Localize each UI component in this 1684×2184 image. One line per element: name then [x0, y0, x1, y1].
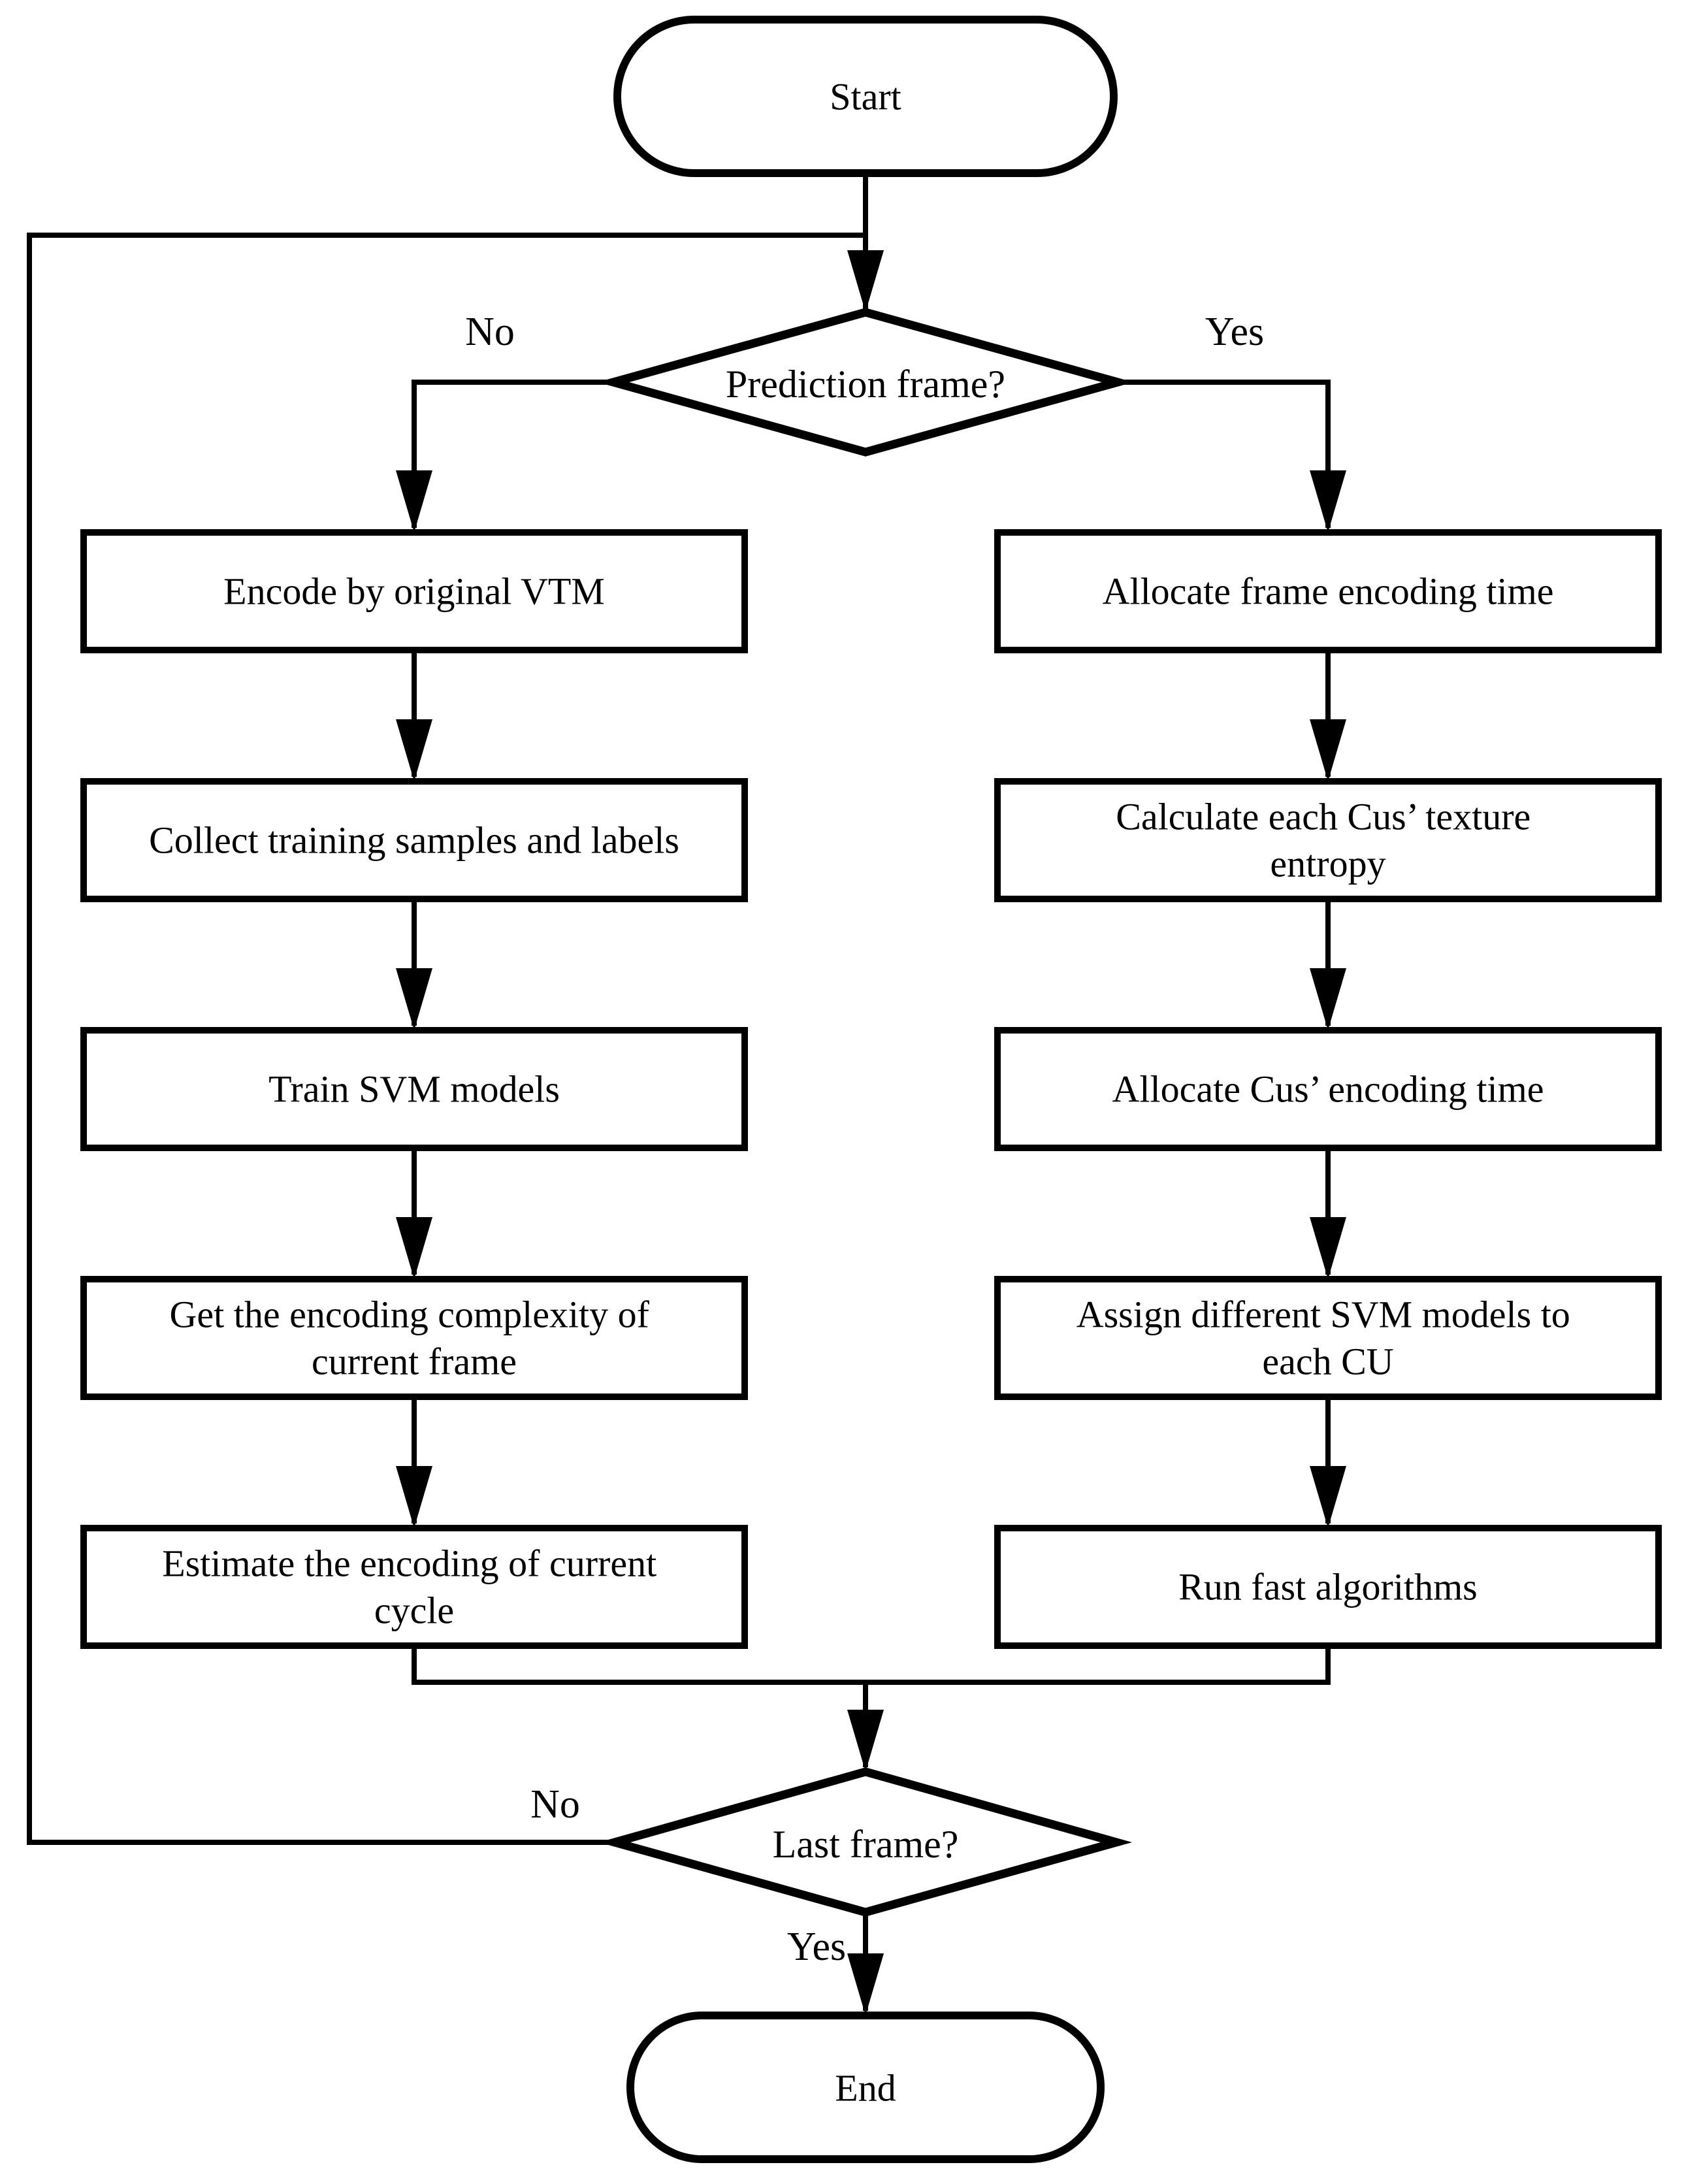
decision2-label: Last frame? [773, 1823, 959, 1866]
arrowhead [1310, 968, 1346, 1030]
process-label-line1: Get the encoding complexity of [170, 1294, 650, 1336]
process-label: Allocate Cus’ encoding time [1112, 1068, 1544, 1111]
end-label: End [835, 2067, 896, 2110]
connector-decision1-yes [1118, 380, 1331, 528]
process-shape [994, 1525, 1662, 1649]
arrowhead [847, 250, 884, 312]
decision2-shape [598, 1767, 1133, 1917]
process-label: Encode by original VTM [223, 570, 605, 613]
process-label: Estimate the encoding of current cycle [162, 1529, 666, 1632]
arrowhead [1310, 719, 1346, 781]
decision1-shape [597, 308, 1134, 457]
process-shape [80, 778, 748, 902]
arrowhead [396, 719, 432, 781]
decision2-no-label: No [530, 1782, 580, 1827]
process-label: Allocate frame encoding time [1103, 570, 1554, 613]
process-label-line2: entropy [1270, 843, 1385, 885]
process-label-line1: Assign different SVM models to [1077, 1294, 1570, 1336]
process-shape [80, 1276, 748, 1400]
connector-loopback-no [27, 233, 866, 1845]
node-train-svm-models: Train SVM models [80, 1027, 748, 1151]
arrowhead [847, 1710, 884, 1772]
process-label: Train SVM models [268, 1068, 560, 1111]
node-decision-last-frame: Last frame? [598, 1767, 1133, 1917]
arrowhead [396, 470, 432, 532]
decision1-no-label: No [465, 310, 515, 354]
connector-merge [412, 1646, 1331, 1685]
process-label-line2: each CU [1262, 1341, 1393, 1383]
process-shape [994, 529, 1662, 653]
node-get-encoding-complexity: Get the encoding complexity of current f… [80, 1276, 748, 1400]
node-decision-prediction-frame: Prediction frame? [597, 308, 1134, 457]
node-assign-svm-models-to-cu: Assign different SVM models to each CU [994, 1276, 1662, 1400]
node-run-fast-algorithms: Run fast algorithms [994, 1525, 1662, 1649]
process-shape [994, 1276, 1662, 1400]
node-allocate-cus-encoding-time: Allocate Cus’ encoding time [994, 1027, 1662, 1151]
process-label-line1: Calculate each Cus’ texture [1116, 796, 1530, 838]
node-start: Start [613, 16, 1118, 177]
process-label-line1: Estimate the encoding of current [162, 1542, 656, 1585]
node-estimate-encoding-of-cycle: Estimate the encoding of current cycle [80, 1525, 748, 1649]
arrowhead [396, 1466, 432, 1528]
arrowhead [1310, 470, 1346, 532]
process-shape [994, 1027, 1662, 1151]
arrowhead [396, 1217, 432, 1279]
arrowhead [1310, 1466, 1346, 1528]
node-calculate-cus-texture-entropy: Calculate each Cus’ texture entropy [994, 778, 1662, 902]
process-shape [80, 1027, 748, 1151]
decision2-yes-label: Yes [787, 1925, 846, 1969]
connector-decision1-no [412, 380, 613, 528]
process-label-line2: cycle [374, 1589, 454, 1632]
node-collect-training-samples: Collect training samples and labels [80, 778, 748, 902]
end-shape [626, 2012, 1105, 2163]
decision1-label: Prediction frame? [726, 363, 1005, 406]
process-label: Assign different SVM models to each CU [1077, 1280, 1580, 1383]
process-label-line2: current frame [312, 1341, 517, 1383]
arrowhead [396, 968, 432, 1030]
process-shape [80, 529, 748, 653]
node-encode-by-original-vtm: Encode by original VTM [80, 529, 748, 653]
process-shape [994, 778, 1662, 902]
start-shape [613, 16, 1118, 177]
process-label: Calculate each Cus’ texture entropy [1116, 783, 1540, 885]
arrowhead [1310, 1217, 1346, 1279]
arrowhead [847, 1953, 884, 2015]
start-label: Start [830, 76, 901, 118]
process-label: Get the encoding complexity of current f… [170, 1280, 659, 1383]
node-end: End [626, 2012, 1105, 2163]
process-shape [80, 1525, 748, 1649]
process-label: Run fast algorithms [1178, 1566, 1478, 1608]
node-allocate-frame-encoding-time: Allocate frame encoding time [994, 529, 1662, 653]
process-label: Collect training samples and labels [149, 819, 679, 862]
decision1-yes-label: Yes [1205, 310, 1264, 354]
